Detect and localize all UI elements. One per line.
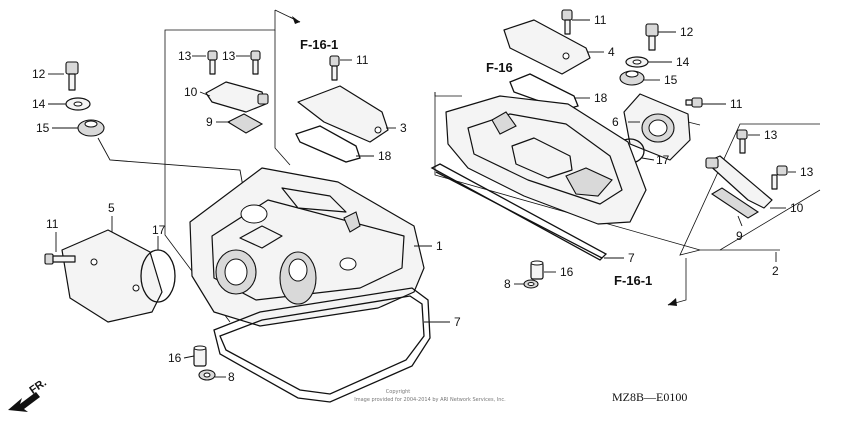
part-15-seal-left xyxy=(77,119,105,137)
part-18-gasket-right xyxy=(509,73,579,111)
part-16-collar-left xyxy=(193,345,207,367)
callout-13-a: 13 xyxy=(178,49,192,63)
part-9-separator-right xyxy=(710,187,760,219)
callout-18-right: 18 xyxy=(594,91,608,105)
callout-9-right: 9 xyxy=(736,229,743,243)
reference-f-16-1-bottom: F-16-1 xyxy=(614,273,652,288)
part-13-bolt-d xyxy=(771,165,788,190)
callout-8-left: 8 xyxy=(228,370,235,384)
reference-f-16-1-top: F-16-1 xyxy=(300,37,338,52)
callout-13-c: 13 xyxy=(764,128,778,142)
part-8-seal-left xyxy=(198,369,216,381)
callout-15-left: 15 xyxy=(36,121,50,135)
callout-17-left: 17 xyxy=(152,223,166,237)
part-12-cap-left xyxy=(65,61,79,91)
part-12-cap-right xyxy=(645,23,659,51)
callout-11-upper-center: 11 xyxy=(356,53,369,67)
callout-14-right: 14 xyxy=(676,55,690,69)
part-7-gasket-strip-right xyxy=(430,163,608,261)
part-10-breather-plate-left xyxy=(205,81,269,113)
callout-10-right: 10 xyxy=(790,201,804,215)
part-11-bolt-right-mid xyxy=(685,97,703,108)
callout-17-right: 17 xyxy=(656,153,670,167)
callout-2: 2 xyxy=(772,264,779,278)
part-11-bolt-upper-center xyxy=(329,55,340,81)
part-3-cover-upper-center xyxy=(297,85,389,143)
part-4-cover-top-right xyxy=(503,19,591,75)
leader-lines xyxy=(48,19,796,378)
callout-11-right-mid: 11 xyxy=(730,97,743,111)
callout-7-left: 7 xyxy=(454,315,461,329)
callout-12-left: 12 xyxy=(32,67,46,81)
reference-f-16: F-16 xyxy=(486,60,513,75)
callout-13-b: 13 xyxy=(222,49,236,63)
callout-4: 4 xyxy=(608,45,615,59)
part-2-cylinder-head-cover-right xyxy=(445,95,647,225)
callout-16-right: 16 xyxy=(560,265,574,279)
callout-12-right: 12 xyxy=(680,25,694,39)
callout-10-left: 10 xyxy=(184,85,198,99)
callout-16-left: 16 xyxy=(168,351,182,365)
part-18-gasket-upper-center xyxy=(295,125,361,163)
callout-18-upper-center: 18 xyxy=(378,149,392,163)
callout-labels: 12 14 15 11 5 17 13 13 10 9 11 3 18 1 7 … xyxy=(32,13,814,384)
callout-13-d: 13 xyxy=(800,165,814,179)
copyright-line-2: Image provided for 2004-2014 by ARI Netw… xyxy=(354,397,506,403)
callout-3: 3 xyxy=(400,121,407,135)
callout-11-left: 11 xyxy=(46,217,59,231)
callout-5: 5 xyxy=(108,201,115,215)
group-boundaries xyxy=(164,9,821,323)
part-8-seal-right xyxy=(523,279,539,289)
part-7-gasket-left xyxy=(213,287,431,403)
part-6-breather-plate-right xyxy=(623,93,691,161)
part-13-bolt-b xyxy=(250,50,261,75)
part-1-cylinder-head-cover xyxy=(189,167,425,327)
callout-14-left: 14 xyxy=(32,97,46,111)
part-10-breather-plate-right xyxy=(705,155,773,209)
part-14-washer-right xyxy=(625,56,649,68)
callout-15-right: 15 xyxy=(664,73,678,87)
callout-1: 1 xyxy=(436,239,443,253)
front-direction-arrow xyxy=(8,392,40,412)
part-11-bolt-top-right xyxy=(561,9,573,35)
copyright-line-1: Copyright xyxy=(386,389,410,395)
part-11-bolt-left xyxy=(44,253,76,265)
callout-8-right: 8 xyxy=(504,277,511,291)
diagram-code: MZ8B—E0100 xyxy=(612,390,687,404)
part-15-seal-right xyxy=(619,70,645,86)
callout-9-left: 9 xyxy=(206,115,213,129)
part-9-separator-left xyxy=(226,113,264,134)
front-direction-label: FR. xyxy=(27,377,48,397)
section-references: F-16-1 F-16 F-16-1 xyxy=(300,37,652,288)
part-16-collar-right xyxy=(530,260,544,280)
reference-arrows xyxy=(289,16,677,306)
part-14-washer-left xyxy=(65,97,91,111)
callout-6: 6 xyxy=(612,115,619,129)
part-5-breather-cover-left xyxy=(61,229,163,323)
part-13-bolt-a xyxy=(207,50,218,75)
callout-7-right: 7 xyxy=(628,251,635,265)
callout-11-top-right: 11 xyxy=(594,13,607,27)
part-13-bolt-c xyxy=(736,129,748,154)
